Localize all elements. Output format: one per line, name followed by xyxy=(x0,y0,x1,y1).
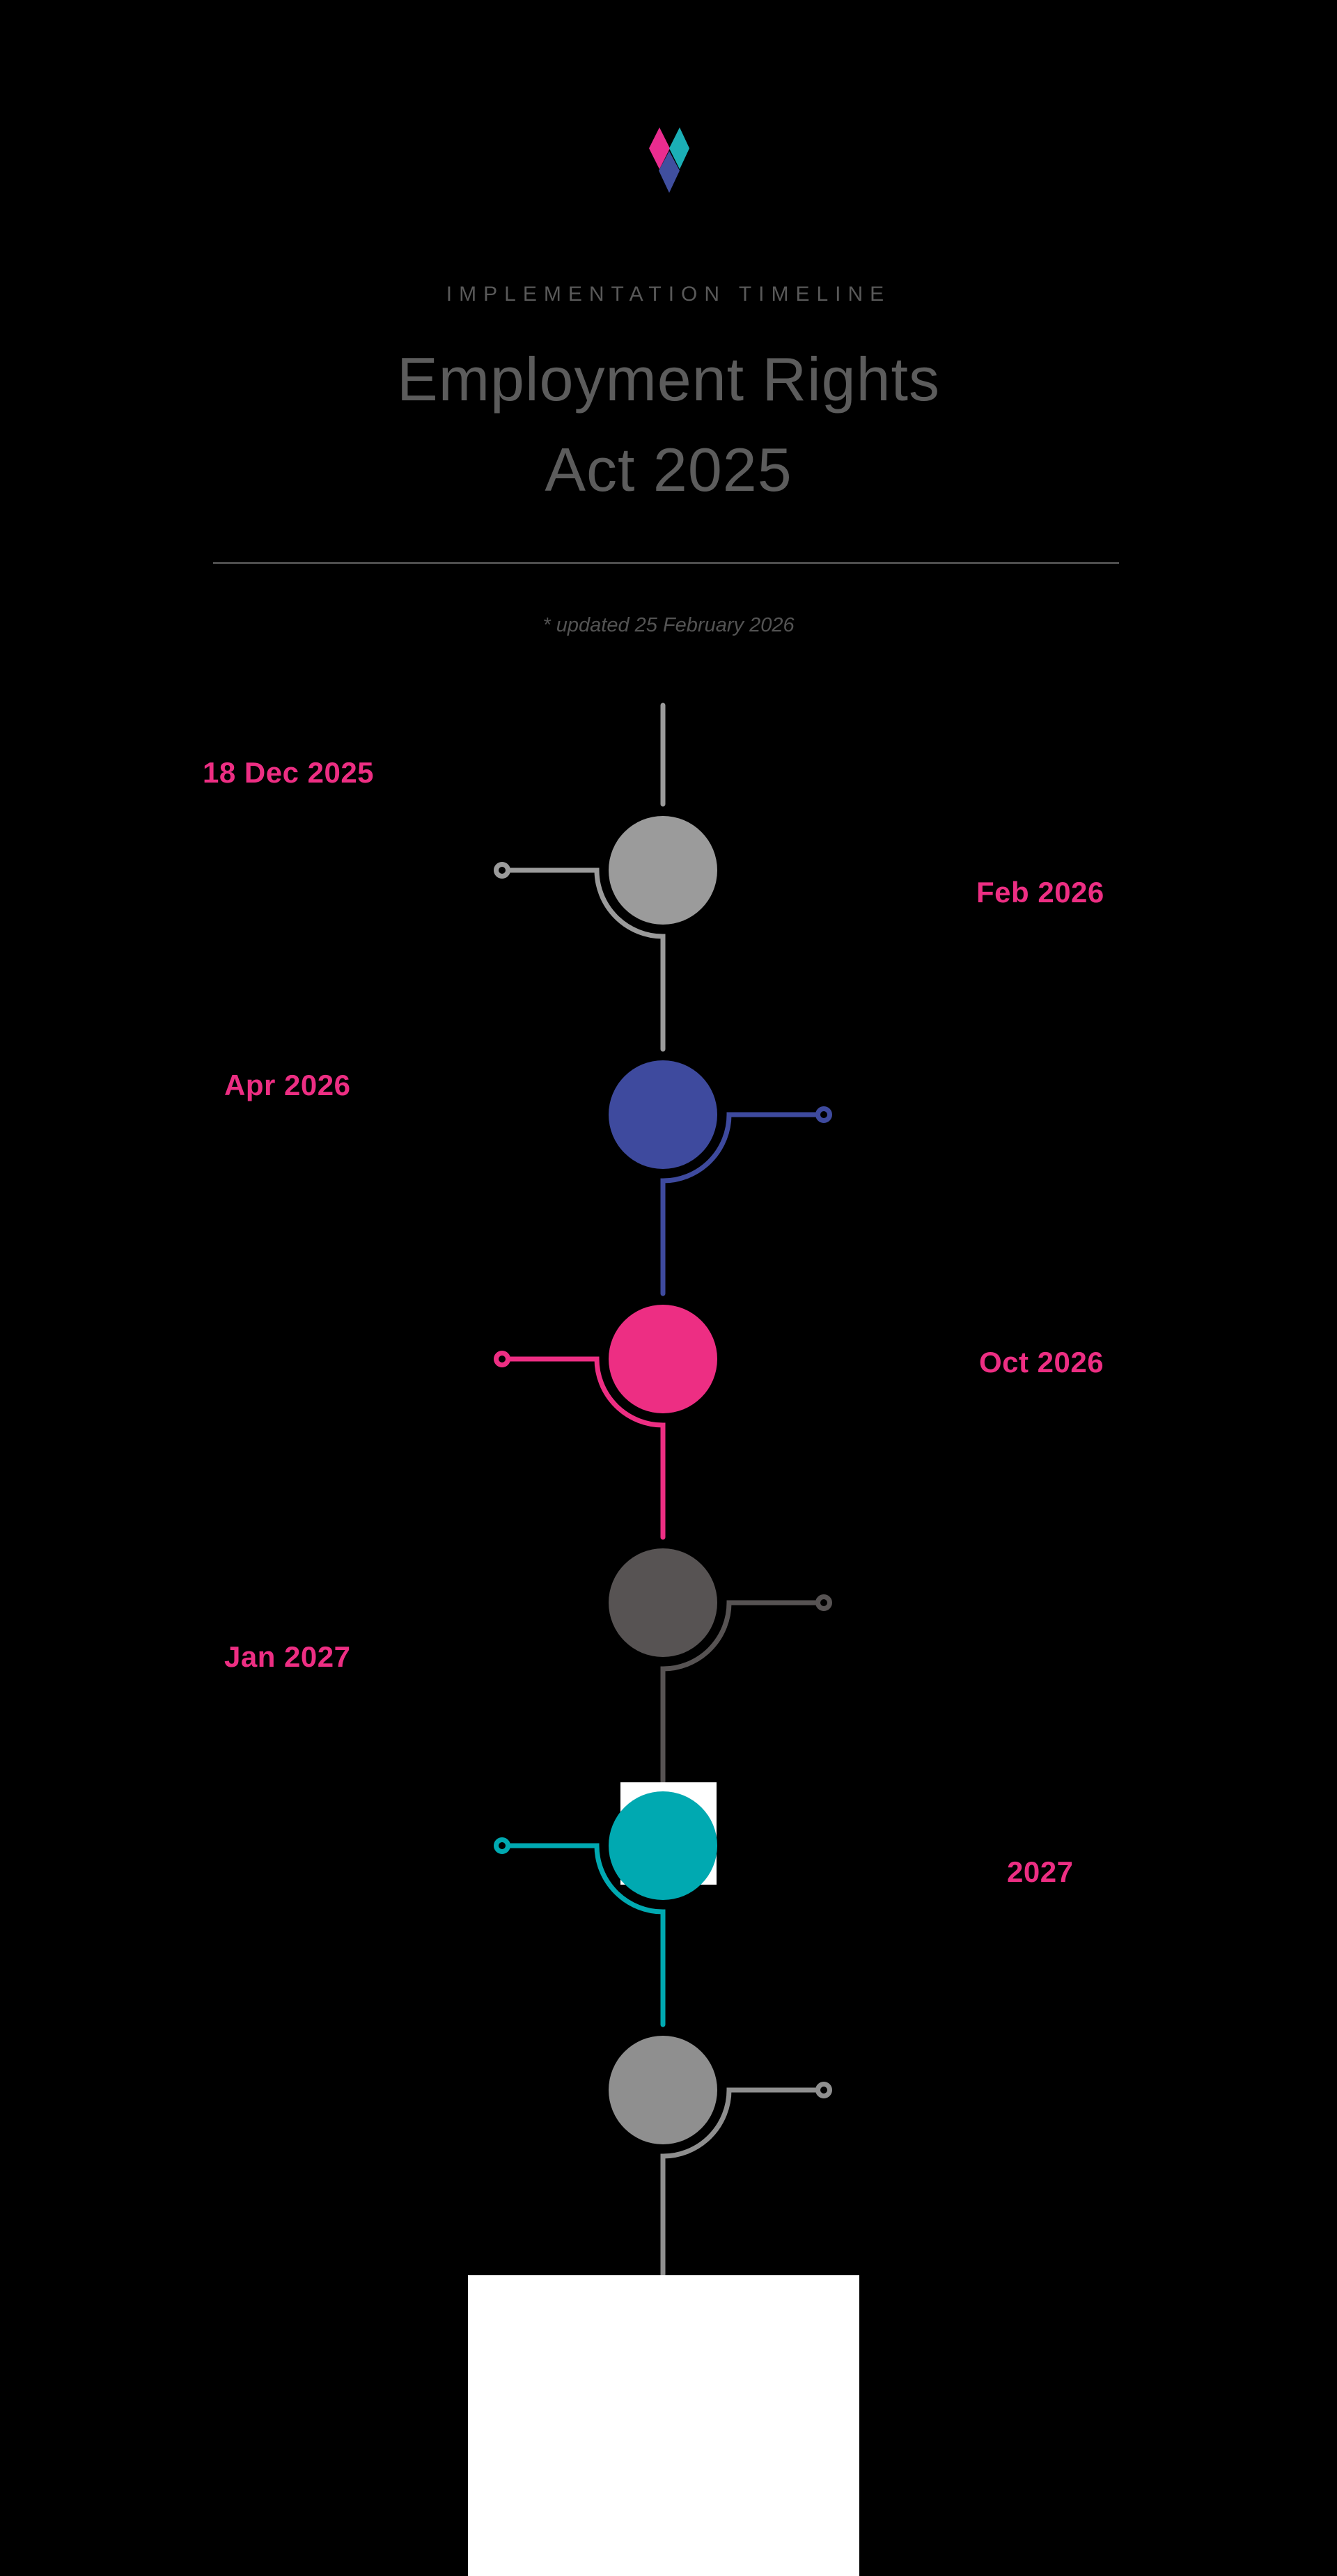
connector-line-4 xyxy=(660,1600,818,1785)
connector-ring-4 xyxy=(815,1594,832,1611)
updated-note: * updated 25 February 2026 xyxy=(542,614,795,636)
timeline-node-1 xyxy=(609,816,717,925)
eyebrow-heading: IMPLEMENTATION TIMELINE xyxy=(446,283,891,306)
connector-ring-2 xyxy=(815,1106,832,1123)
timeline-node-2 xyxy=(609,1060,717,1169)
date-label-3: Apr 2026 xyxy=(224,1069,351,1101)
timeline-node-5 xyxy=(609,1791,717,1900)
connector-line-6 xyxy=(660,2087,818,2278)
date-label-4: Oct 2026 xyxy=(979,1346,1104,1379)
connector-line-2 xyxy=(660,1112,818,1296)
date-label-1: 18 Dec 2025 xyxy=(203,756,375,789)
connector-ring-6 xyxy=(815,2082,832,2098)
timeline-node-4 xyxy=(609,1548,717,1657)
connector-ring-3 xyxy=(494,1351,510,1367)
connector-ring-5 xyxy=(494,1837,510,1854)
title-line-1: Employment Rights xyxy=(397,345,940,414)
timeline-node-6 xyxy=(609,2036,717,2144)
date-label-2: Feb 2026 xyxy=(976,876,1104,909)
title-line-2: Act 2025 xyxy=(545,435,792,504)
connector-line-3 xyxy=(508,1356,666,1540)
header-divider xyxy=(213,562,1119,564)
connector-line-1 xyxy=(508,867,666,1052)
logo-diamond-teal xyxy=(669,127,689,169)
connector-ring-1 xyxy=(494,862,510,879)
image-placeholder-bottom xyxy=(468,2275,859,2576)
date-label-5: Jan 2027 xyxy=(224,1640,351,1673)
timeline-node-3 xyxy=(609,1305,717,1413)
logo-diamond-indigo xyxy=(659,151,680,193)
logo-diamond-pink xyxy=(649,127,670,169)
connector-line-5 xyxy=(508,1843,666,2027)
date-label-6: 2027 xyxy=(1007,1855,1074,1888)
